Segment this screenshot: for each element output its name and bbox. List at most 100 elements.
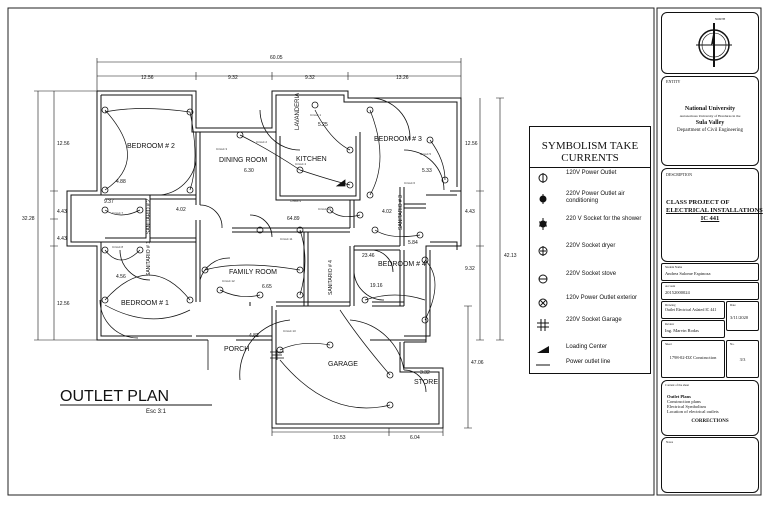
- room-bedroom-4: BEDROOM # 4: [378, 261, 426, 268]
- student-box: Student Name Andrea Salome Espinoza: [661, 263, 759, 281]
- title-block-frame: [656, 7, 762, 496]
- contents-line-2: Construction plans: [667, 399, 701, 404]
- circuit-label: Circuit 10: [318, 207, 331, 211]
- plan-scale: Esc 3:1: [146, 409, 167, 415]
- notes-header: Notes: [666, 440, 673, 444]
- room-bedroom-2: BEDROOM # 2: [127, 143, 175, 150]
- circuit-label: Circuit 11: [280, 237, 293, 241]
- room-sanitario-1: SANITARIO # 1: [146, 241, 152, 276]
- contents-line-3: Electrical Symbolism: [667, 404, 706, 409]
- description-header: DESCRIPTION: [666, 172, 693, 177]
- circuit-label: Circuit 3: [216, 147, 227, 151]
- circuit-label: Circuit 5: [420, 152, 431, 156]
- legend-label: 220V Power Outlet air conditioning: [566, 191, 625, 204]
- dim-top-1: 12.56: [141, 75, 154, 81]
- dim-right-1: 12.56: [465, 141, 478, 147]
- dim-top-4: 13.26: [396, 75, 409, 81]
- contents-header: Content of the sheet: [665, 383, 690, 387]
- dim-left-3: 4.43: [57, 236, 67, 242]
- dim-top-2: 9.32: [228, 75, 238, 81]
- room-kitchen: KITCHEN: [296, 156, 327, 163]
- floor-plan: [34, 58, 504, 436]
- legend-row: Power outlet line: [530, 355, 650, 377]
- legend-title-line-1: SYMBOLISM TAKE: [541, 140, 639, 152]
- room-porch: PORCH: [224, 346, 249, 353]
- sheet-number: 3/3: [739, 357, 746, 362]
- legend-label: Loading Center: [566, 344, 608, 350]
- dim-bottom-1: 10.53: [333, 435, 346, 441]
- legend-title-line-2: CURRENTS: [561, 152, 619, 164]
- room-bedroom-3: BEDROOM # 3: [374, 136, 422, 143]
- dim-584: 5.84: [408, 240, 418, 246]
- legend-row: Loading Center: [530, 340, 650, 362]
- circuit-label: Circuit 9: [290, 199, 301, 203]
- dim-right-total: 42.13: [504, 253, 517, 259]
- room-labels: BEDROOM # 2 DINING ROOM KITCHEN LAVANDER…: [121, 93, 438, 386]
- legend-row: 220V Socket Garage: [530, 316, 650, 338]
- north-label: NORTH: [715, 17, 726, 21]
- contents-line-4: Location of electrical outlets: [667, 409, 719, 414]
- legend-label: 120V Power Outlet: [566, 170, 617, 176]
- dim-top-3: 9.32: [305, 75, 315, 81]
- circuit-label: Circuit 8: [112, 245, 123, 249]
- load-center-icon: [537, 346, 549, 353]
- dim-left-2: 4.43: [57, 209, 67, 215]
- room-bedroom-1: BEDROOM # 1: [121, 300, 169, 307]
- number-header: No.: [730, 342, 735, 346]
- symbol-legend: SYMBOLISM TAKE CURRENTS 120V Power Outle…: [529, 126, 651, 374]
- notes-box: Notes: [661, 437, 759, 493]
- university-subtitle: Autonomous University of Honduras in the: [679, 114, 741, 118]
- room-sanitario-4: SANITARIO # 4: [328, 260, 334, 295]
- account-number: 20152000024: [665, 290, 690, 295]
- drawing-box: Drawing Outlet Electrical Aslated IC 441: [661, 301, 725, 319]
- dim-left-total: 32.28: [22, 216, 35, 222]
- legend-row: 220V Power Outlet air conditioning: [530, 190, 650, 212]
- circuit-label: Circuit 13: [283, 329, 296, 333]
- circuit-label: Circuit 7: [112, 211, 123, 215]
- dimension-labels: 60.05 12.56 9.32 9.32 13.26 32.28 12.56 …: [22, 55, 517, 441]
- entity-box: ENTITY National University Autonomous Un…: [661, 76, 759, 166]
- entity-header: ENTITY: [666, 79, 681, 84]
- student-name: Andrea Salome Espinoza: [665, 271, 711, 276]
- legend-row: 120v Power Outlet exterior: [530, 294, 650, 316]
- legend-label: 120v Power Outlet exterior: [566, 295, 638, 301]
- dim-left-1: 12.56: [57, 141, 70, 147]
- north-arrow-icon: [696, 23, 732, 67]
- room-dining: DINING ROOM: [219, 157, 267, 164]
- date-box: Date 3/11/2020: [726, 301, 759, 331]
- reviewer-name: Ing. Marvin Rodas: [665, 328, 699, 333]
- review-box: Review Ing. Marvin Rodas: [661, 320, 725, 338]
- circuit-label: Circuit 1: [310, 113, 321, 117]
- legend-label: 220 V Socket for the shower: [566, 216, 642, 222]
- circuit-labels: Circuit 1 Circuit 2 Circuit 3 Circuit 4 …: [112, 113, 431, 333]
- description-line-2: ELECTRICAL INSTALLATIONS: [666, 207, 763, 214]
- north-box: NORTH: [661, 12, 759, 74]
- circuit-label: Circuit 4: [295, 162, 306, 166]
- dim-left-4: 12.56: [57, 301, 70, 307]
- room-sanitario-2: SANITARIO # 2: [146, 199, 152, 234]
- outlet-exterior-icon: [538, 298, 548, 308]
- dim-630: 6.30: [244, 168, 254, 174]
- dimension-lines: [34, 58, 504, 436]
- legend-row: 220 V Socket for the shower: [530, 215, 650, 237]
- dim-332: 3.32: [420, 370, 430, 376]
- room-family: FAMILY ROOM: [229, 269, 277, 276]
- sheet-header: Sheet: [665, 342, 672, 346]
- dim-488: 4.88: [116, 179, 126, 185]
- sheet-code: 1798-02-DZ Construction: [669, 355, 717, 360]
- dim-bottom-2: 6.04: [410, 435, 420, 441]
- socket-shower-icon: [539, 218, 547, 230]
- drawing-frame: [7, 7, 655, 496]
- socket-stove-icon: [538, 274, 548, 284]
- department-name: Department of Civil Engineering: [677, 128, 743, 133]
- room-sanitario-3: SANITARIO # 3: [398, 195, 404, 230]
- dim-525: 5.25: [318, 122, 328, 128]
- contents-line-1: Outlet Plans: [667, 394, 691, 399]
- legend-label: Power outlet line: [566, 359, 611, 365]
- dim-2346: 23.46: [362, 253, 375, 259]
- outlet-ac-icon: [539, 194, 547, 204]
- room-laundry: LAVANDERIA: [295, 93, 301, 130]
- socket-dryer-icon: [538, 246, 548, 256]
- drawing-title: Outlet Electrical Aslated IC 441: [665, 307, 717, 312]
